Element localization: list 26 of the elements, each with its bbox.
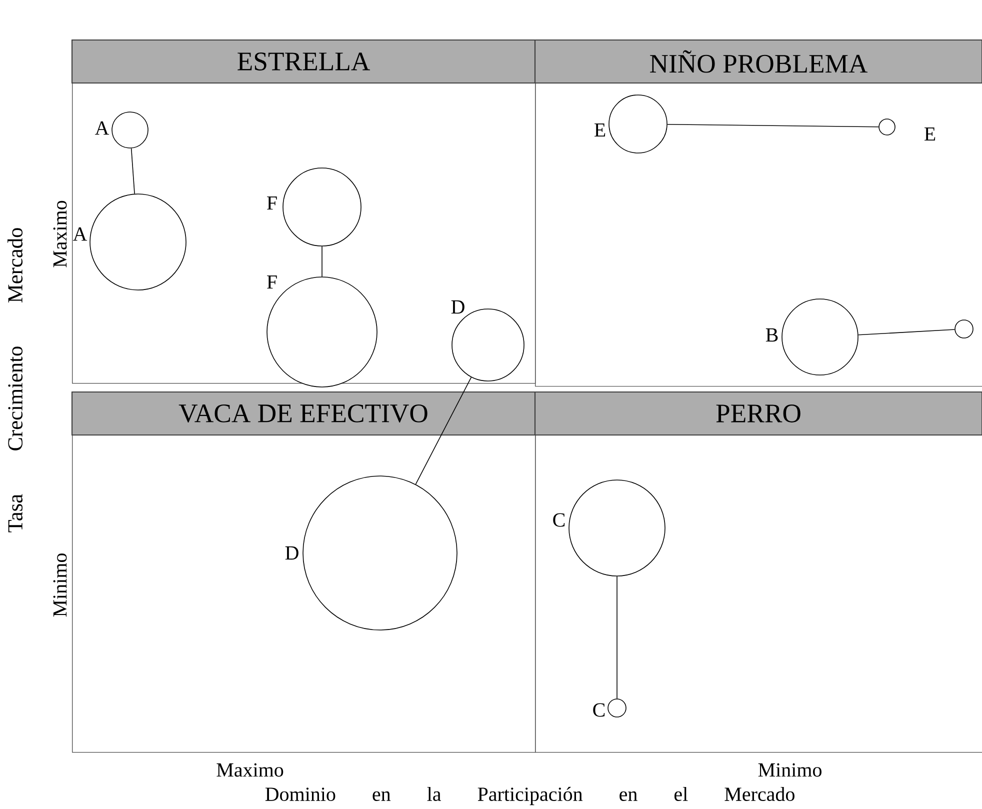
header-band: VACA DE EFECTIVO	[71, 391, 536, 436]
axis-title: Dominio en la Participación en el Mercado	[265, 786, 794, 806]
bubble-label: C	[593, 703, 605, 717]
axis-label: Maximo	[216, 763, 284, 777]
axis-label: Minimo	[758, 763, 822, 777]
bubble-label: A	[72, 227, 88, 241]
axis-label: Minimo	[53, 554, 67, 617]
header-band: NIÑO PROBLEMA	[534, 39, 982, 84]
bubble-label: E	[924, 127, 936, 141]
header-band: PERRO	[534, 391, 982, 436]
bubble-label: B	[766, 328, 778, 342]
bubble-label: C	[553, 513, 565, 527]
connector-line	[130, 148, 135, 194]
axis-title: Tasa Crecimiento Mercado	[8, 228, 22, 532]
header-band: ESTRELLA	[71, 39, 536, 84]
bubble-label: E	[594, 123, 606, 137]
bubble-label: F	[267, 275, 277, 289]
connector-line	[616, 576, 618, 699]
connector-line	[858, 329, 956, 336]
bubble-label: F	[267, 196, 277, 210]
bubble-label: D	[451, 300, 464, 314]
connector-line	[667, 124, 879, 128]
axis-label: Maximo	[53, 200, 67, 268]
bubble	[954, 320, 974, 338]
bubble-label: D	[285, 546, 298, 560]
bubble-label: A	[94, 121, 110, 135]
